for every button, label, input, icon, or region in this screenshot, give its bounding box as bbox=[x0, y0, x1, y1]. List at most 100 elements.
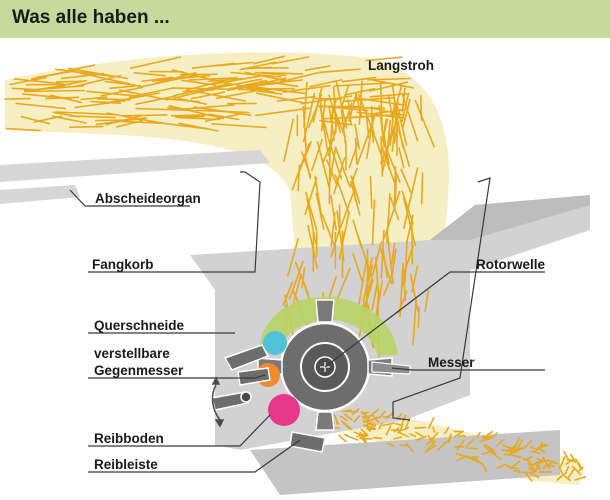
straw-fiber bbox=[400, 168, 412, 194]
abscheideorgan-bars bbox=[0, 150, 270, 204]
straw-fiber bbox=[371, 281, 379, 311]
straw-fiber bbox=[371, 199, 376, 246]
straw-fiber bbox=[239, 61, 277, 71]
straw-fiber bbox=[569, 453, 576, 462]
straw-fiber bbox=[282, 281, 294, 307]
straw-fiber bbox=[362, 414, 373, 419]
straw-fiber bbox=[155, 72, 197, 84]
straw-fiber bbox=[495, 438, 506, 447]
straw-fiber bbox=[394, 110, 404, 149]
straw-fiber bbox=[456, 439, 465, 451]
straw-fiber bbox=[357, 260, 368, 308]
straw-fiber bbox=[563, 475, 572, 482]
straw-fiber bbox=[401, 98, 411, 130]
straw-fiber bbox=[414, 431, 425, 438]
straw-fibers bbox=[4, 55, 587, 482]
straw-fiber bbox=[393, 166, 397, 206]
straw-fiber bbox=[116, 119, 143, 128]
straw-fiber bbox=[211, 123, 267, 129]
straw-fiber bbox=[386, 193, 391, 244]
straw-fiber bbox=[382, 422, 395, 427]
label-langstroh: Langstroh bbox=[368, 58, 434, 73]
straw-fiber bbox=[511, 460, 521, 468]
straw-fiber bbox=[410, 221, 414, 265]
straw-fiber bbox=[310, 138, 324, 172]
straw-fiber bbox=[314, 175, 323, 216]
straw-fiber bbox=[482, 436, 493, 440]
straw-fiber bbox=[23, 89, 86, 93]
straw-fiber bbox=[95, 117, 147, 126]
straw-fiber bbox=[217, 81, 270, 91]
straw-fiber bbox=[354, 137, 358, 165]
straw-fiber bbox=[465, 438, 475, 448]
straw-fiber bbox=[347, 98, 352, 125]
straw-fiber bbox=[172, 85, 226, 100]
straw-fiber bbox=[516, 439, 524, 450]
straw-fiber bbox=[129, 56, 182, 69]
straw-fiber bbox=[300, 95, 353, 105]
straw-fiber bbox=[104, 80, 136, 86]
straw-fiber bbox=[343, 87, 376, 96]
straw-fiber bbox=[338, 211, 350, 260]
straw-fiber bbox=[354, 92, 363, 118]
straw-fiber bbox=[565, 465, 570, 472]
straw-fiber bbox=[20, 115, 51, 125]
straw-fiber bbox=[341, 84, 350, 107]
straw-fiber bbox=[393, 121, 400, 144]
straw-fiber bbox=[362, 279, 374, 312]
straw-fiber bbox=[358, 434, 368, 440]
straw-fiber bbox=[393, 84, 403, 115]
knife-bar bbox=[371, 361, 411, 375]
straw-fiber bbox=[96, 98, 131, 101]
straw-fiber bbox=[420, 172, 424, 205]
straw-fiber bbox=[432, 426, 436, 434]
straw-fiber bbox=[333, 157, 346, 195]
straw-fiber bbox=[334, 174, 350, 215]
straw-fiber bbox=[547, 464, 555, 467]
straw-fiber bbox=[307, 224, 319, 269]
straw-fiber bbox=[530, 450, 542, 455]
straw-fiber bbox=[538, 444, 549, 449]
straw-fiber bbox=[252, 55, 286, 65]
straw-fiber bbox=[342, 102, 353, 130]
straw-fiber bbox=[30, 68, 78, 80]
straw-fiber bbox=[378, 245, 393, 285]
straw-fiber bbox=[522, 457, 531, 463]
straw-fiber bbox=[398, 423, 404, 433]
straw-fiber bbox=[574, 475, 587, 481]
straw-fiber bbox=[405, 442, 415, 453]
straw-fiber bbox=[389, 196, 400, 221]
straw-fiber bbox=[67, 67, 129, 80]
gegenmesser-mechanism bbox=[211, 344, 326, 453]
straw-fiber bbox=[350, 175, 361, 204]
straw-fiber bbox=[191, 62, 236, 69]
straw-fiber bbox=[80, 96, 108, 101]
straw-fiber bbox=[385, 119, 392, 161]
straw-fiber bbox=[402, 197, 417, 246]
straw-fiber bbox=[501, 449, 511, 452]
straw-fiber bbox=[128, 86, 176, 98]
straw-fiber bbox=[446, 433, 452, 444]
straw-fiber bbox=[392, 436, 403, 440]
straw-fiber bbox=[11, 87, 41, 91]
straw-fiber bbox=[133, 72, 166, 77]
straw-fiber bbox=[60, 72, 105, 80]
straw-fiber bbox=[567, 468, 575, 479]
straw-fiber bbox=[387, 442, 395, 447]
straw-fiber bbox=[437, 440, 447, 451]
straw-fiber bbox=[398, 147, 405, 169]
straw-fiber bbox=[509, 450, 518, 455]
straw-fiber bbox=[215, 90, 256, 100]
straw-fiber bbox=[122, 114, 168, 117]
straw-fiber bbox=[385, 425, 392, 436]
straw-fiber bbox=[328, 155, 331, 205]
straw-fiber bbox=[308, 94, 323, 128]
label-gegenmesser-line1: verstellbare bbox=[94, 346, 170, 361]
straw-fiber bbox=[374, 256, 380, 303]
straw-fiber bbox=[335, 80, 348, 129]
straw-fiber bbox=[340, 109, 347, 144]
straw-fiber bbox=[378, 422, 383, 430]
straw-fiber bbox=[542, 463, 548, 470]
straw-fiber bbox=[490, 432, 498, 439]
adjust-arrow-icon bbox=[211, 376, 225, 428]
